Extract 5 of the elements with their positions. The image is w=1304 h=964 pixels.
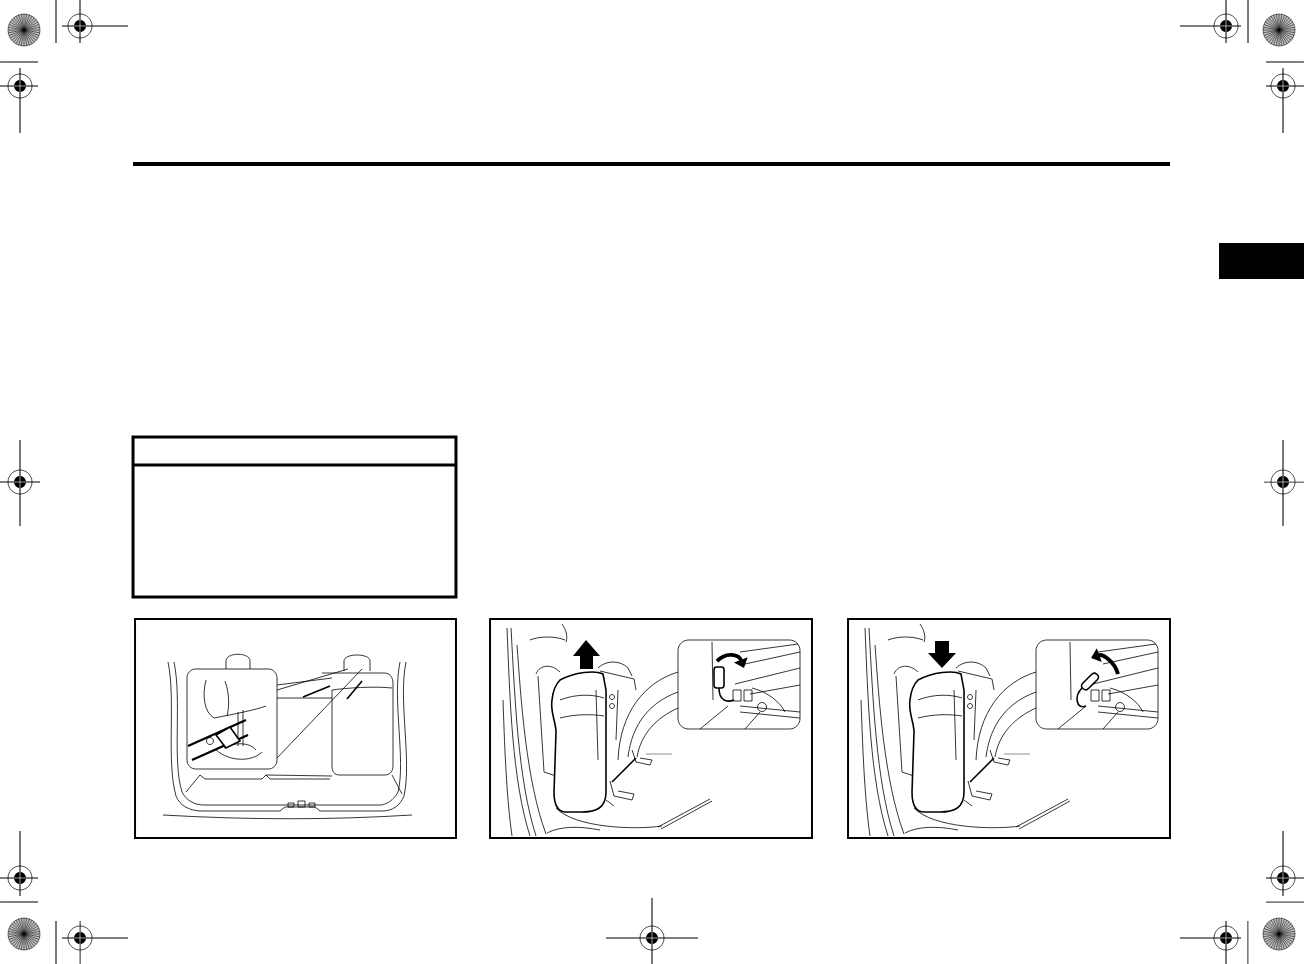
note-box [131,435,458,599]
illustration [847,618,1171,839]
section-tab [1219,243,1304,279]
illustration [134,618,457,839]
illustration [489,618,813,839]
